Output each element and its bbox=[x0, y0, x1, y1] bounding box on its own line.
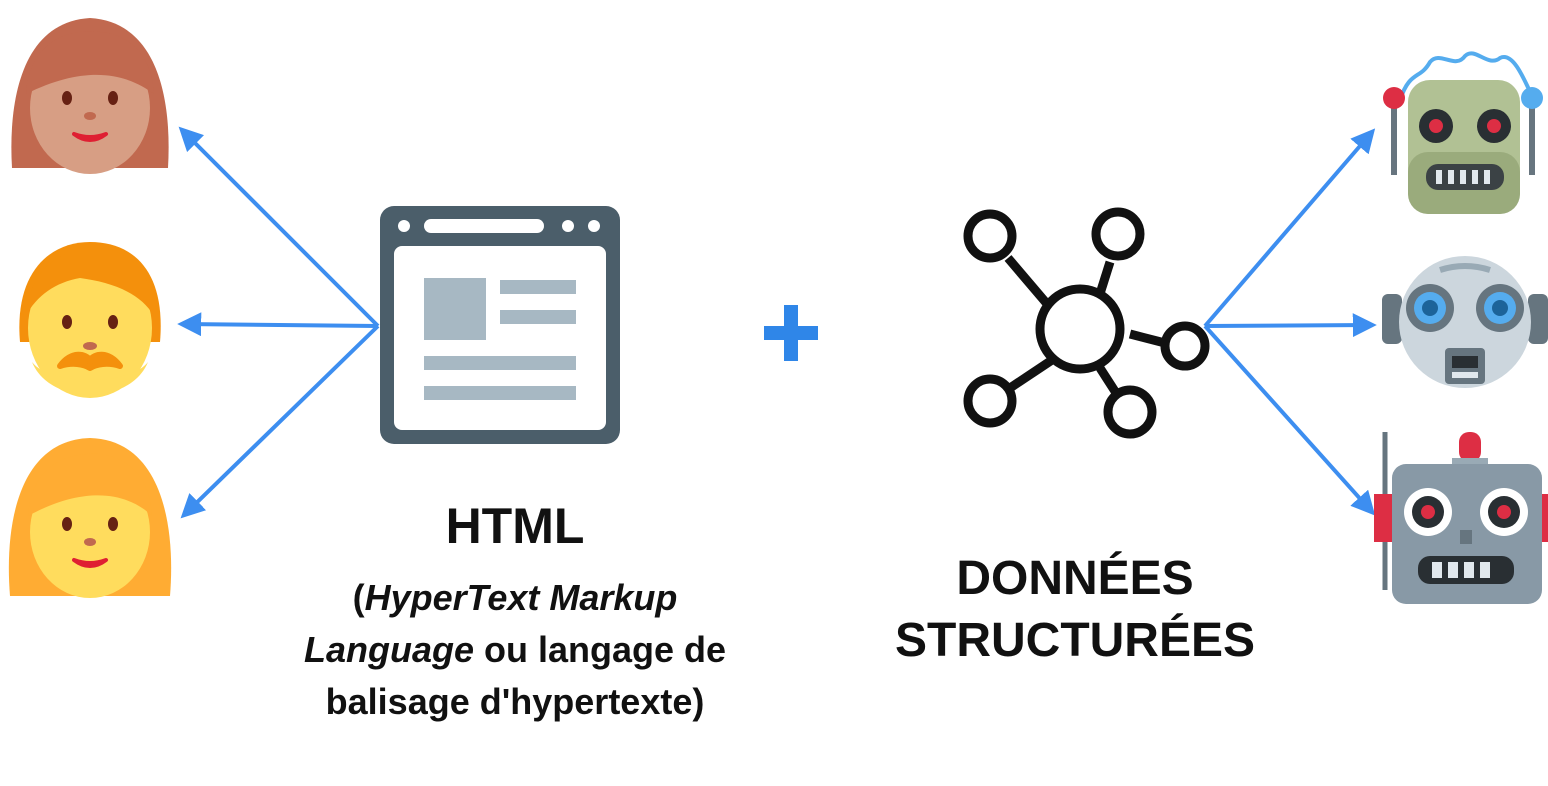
arrow-to-robot-2 bbox=[1204, 313, 1377, 338]
round-grey-robot-icon bbox=[1382, 256, 1548, 388]
arrows-to-robots bbox=[1203, 128, 1377, 516]
html-description-rest: ou langage de balisage d'hypertexte) bbox=[325, 629, 727, 722]
network-graph-icon bbox=[963, 207, 1210, 439]
html-description-term: HyperText Markup Language bbox=[303, 577, 678, 670]
structured-data-title: DONNÉES STRUCTURÉES bbox=[850, 548, 1300, 672]
arrow-to-human-2 bbox=[177, 312, 379, 337]
structured-data-title-line1: DONNÉES bbox=[956, 552, 1194, 605]
man-blond-mustache-icon bbox=[19, 242, 161, 398]
html-description-open-paren: ( bbox=[352, 577, 365, 618]
arrow-to-robot-1 bbox=[1203, 128, 1376, 328]
arrow-to-human-1 bbox=[178, 126, 380, 328]
html-description: (HyperText Markup Language ou langage de… bbox=[270, 572, 760, 728]
web-page-icon bbox=[380, 206, 620, 444]
arrows-to-humans bbox=[177, 126, 380, 519]
plus-icon bbox=[764, 305, 818, 361]
woman-blond-icon bbox=[8, 438, 172, 598]
structured-data-title-line2: STRUCTURÉES bbox=[894, 614, 1256, 667]
square-robot-icon bbox=[1374, 432, 1548, 604]
html-title: HTML bbox=[445, 498, 585, 554]
woman-red-hair-icon bbox=[11, 18, 169, 174]
arrow-to-human-3 bbox=[180, 324, 380, 519]
green-robot-icon bbox=[1383, 51, 1543, 214]
arrow-to-robot-3 bbox=[1203, 324, 1376, 516]
